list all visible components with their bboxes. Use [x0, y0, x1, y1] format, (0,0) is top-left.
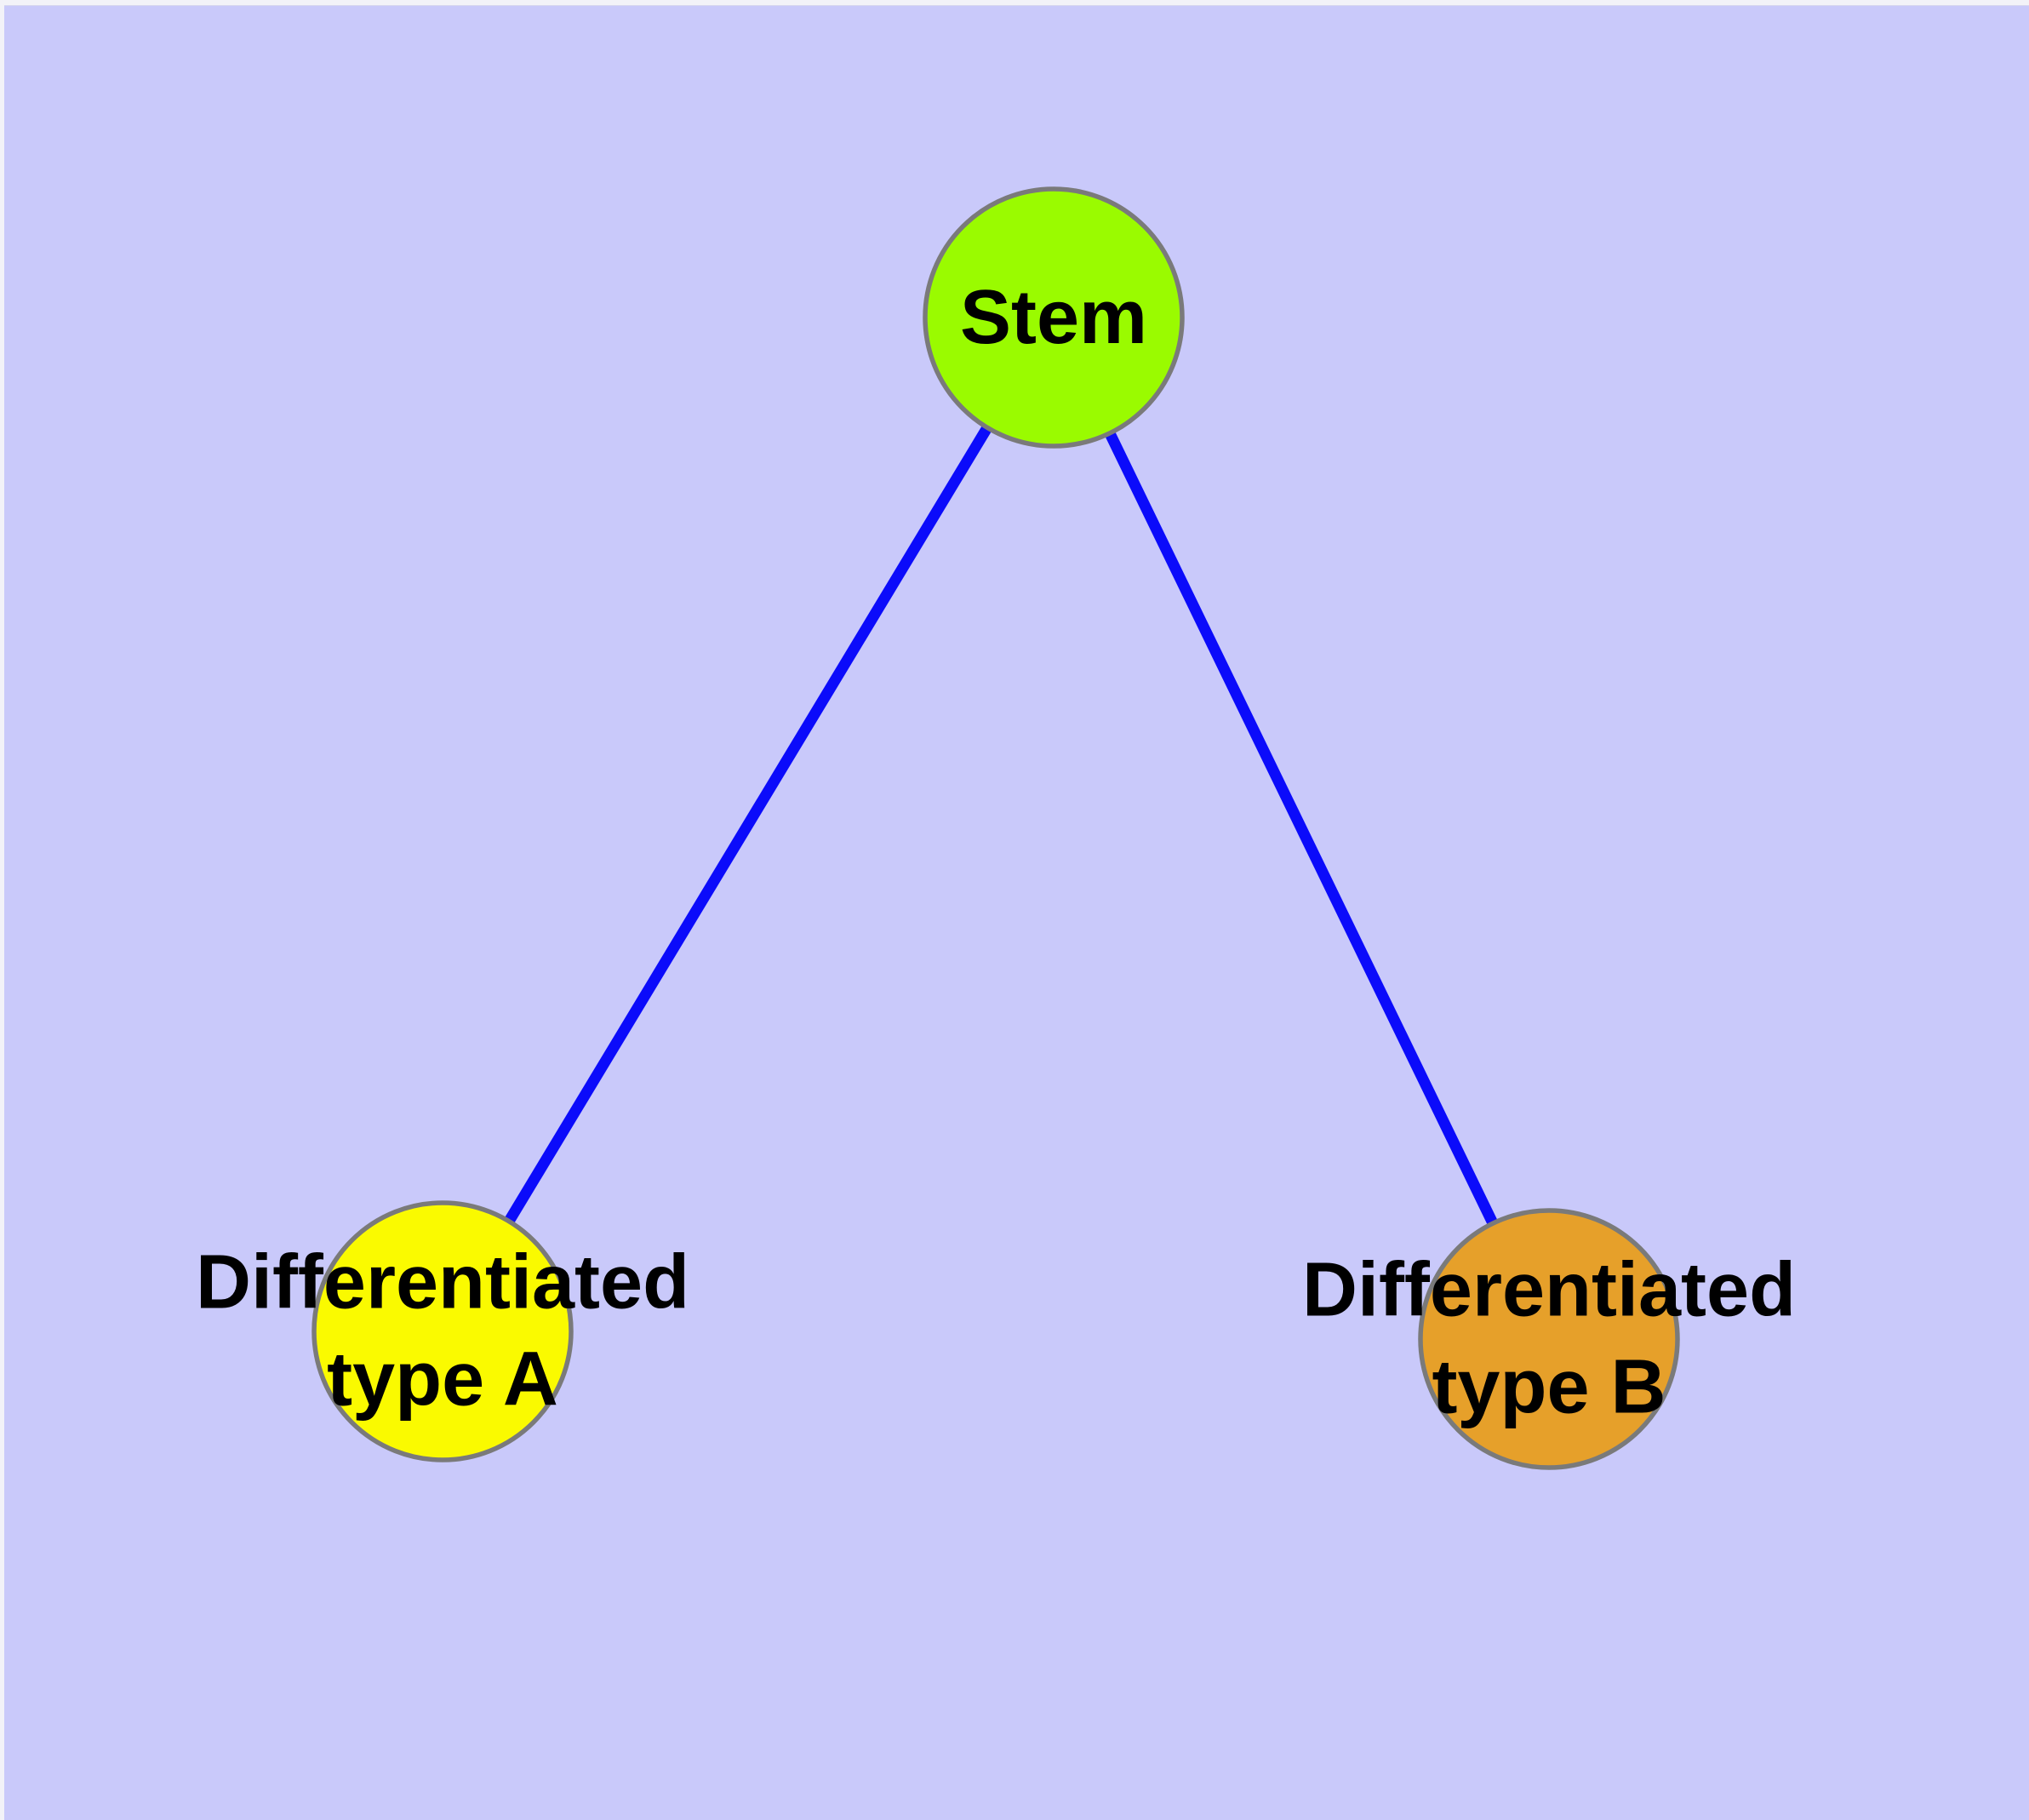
- type-b-node-label: Differentiated type B: [1302, 1242, 1796, 1437]
- type-b-node-circle: [1418, 1208, 1680, 1470]
- type-a-node-label-line1: Differentiated: [195, 1239, 690, 1325]
- edge-stem-to-type-a: [437, 314, 1059, 1335]
- type-a-node-label: Differentiated type A: [196, 1234, 689, 1429]
- type-b-node-label-line2: type B: [1432, 1345, 1666, 1430]
- stem-node-label-text: Stem: [959, 274, 1148, 360]
- stem-node-label: Stem: [960, 269, 1147, 366]
- edge-stem-to-type-b: [1049, 315, 1554, 1342]
- type-a-node-circle: [311, 1200, 574, 1462]
- stem-node-circle: [923, 186, 1185, 449]
- type-b-node-label-line1: Differentiated: [1301, 1247, 1797, 1333]
- type-a-node-label-line2: type A: [327, 1337, 558, 1422]
